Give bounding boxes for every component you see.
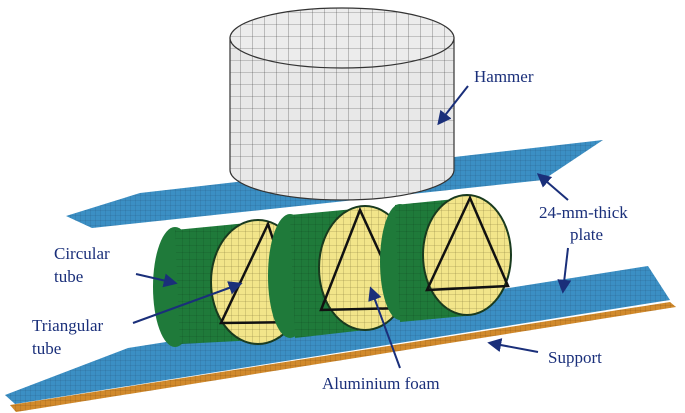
- tube-right: [380, 194, 512, 322]
- arrow-circular: [135, 273, 178, 288]
- triangular-tube-right: [424, 194, 510, 292]
- label-plate-line1: 24-mm-thick: [539, 203, 628, 222]
- lower-plate: [5, 266, 670, 404]
- label-plate-line2: plate: [570, 225, 603, 244]
- label-foam: Aluminium foam: [322, 374, 440, 393]
- label-triangular-line2: tube: [32, 339, 61, 358]
- arrow-plate-upper: [536, 173, 569, 201]
- label-circular-line2: tube: [54, 267, 83, 286]
- leader-lines: [132, 85, 572, 369]
- label-triangular-line1: Triangular: [32, 316, 103, 335]
- label-hammer: Hammer: [474, 67, 534, 86]
- arrow-hammer: [437, 85, 469, 126]
- label-circular-line1: Circular: [54, 244, 110, 263]
- hammer: [229, 7, 455, 201]
- labels: Hammer 24-mm-thick plate Circular tube T…: [32, 67, 628, 393]
- label-support: Support: [548, 348, 602, 367]
- arrow-plate-lower: [557, 247, 572, 294]
- arrow-foam: [368, 286, 401, 369]
- arrow-support: [487, 338, 539, 353]
- support-plate: [10, 302, 676, 412]
- arrow-triangular: [132, 281, 243, 324]
